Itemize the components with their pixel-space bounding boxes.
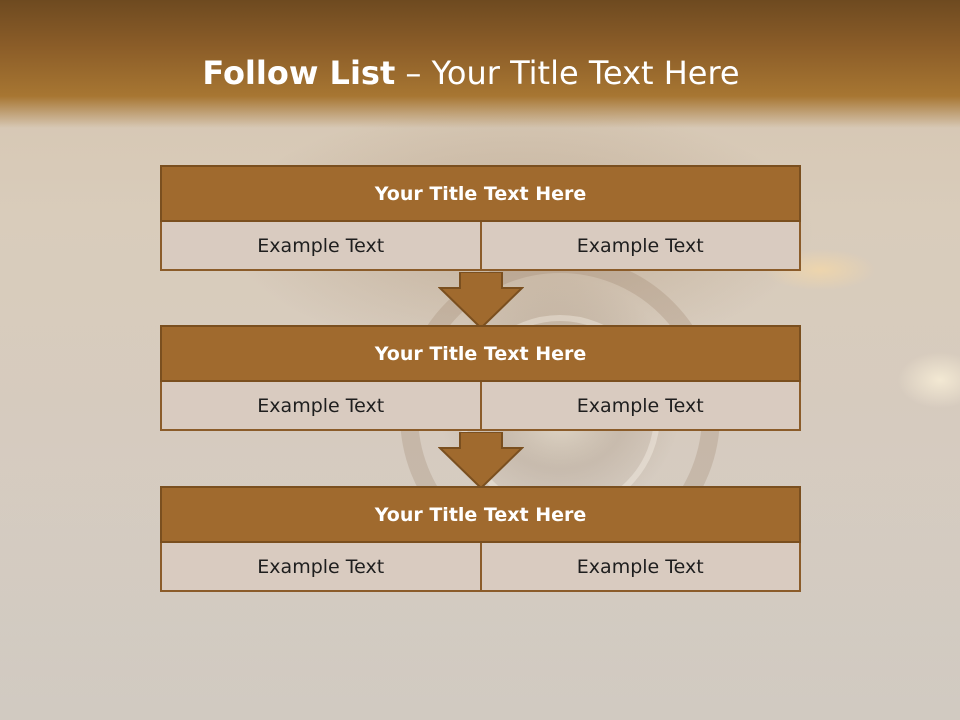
block-cell-left[interactable]: Example Text	[160, 543, 482, 592]
block-title[interactable]: Your Title Text Here	[160, 325, 801, 382]
block-cell-right[interactable]: Example Text	[479, 222, 801, 271]
list-block: Your Title Text Here Example Text Exampl…	[160, 325, 801, 431]
block-title[interactable]: Your Title Text Here	[160, 486, 801, 543]
list-block: Your Title Text Here Example Text Exampl…	[160, 486, 801, 592]
down-arrow-icon	[438, 432, 524, 490]
title-bold-part: Follow List	[202, 54, 396, 92]
block-cell-left[interactable]: Example Text	[160, 382, 482, 431]
block-cell-right[interactable]: Example Text	[479, 543, 801, 592]
block-cell-right[interactable]: Example Text	[479, 382, 801, 431]
title-light-part: – Your Title Text Here	[395, 54, 740, 92]
block-title[interactable]: Your Title Text Here	[160, 165, 801, 222]
block-row: Example Text Example Text	[160, 543, 801, 592]
down-arrow-icon	[438, 272, 524, 330]
list-block: Your Title Text Here Example Text Exampl…	[160, 165, 801, 271]
block-row: Example Text Example Text	[160, 382, 801, 431]
block-row: Example Text Example Text	[160, 222, 801, 271]
header-band	[0, 0, 960, 128]
block-cell-left[interactable]: Example Text	[160, 222, 482, 271]
page-title: Follow List – Your Title Text Here	[0, 54, 942, 92]
